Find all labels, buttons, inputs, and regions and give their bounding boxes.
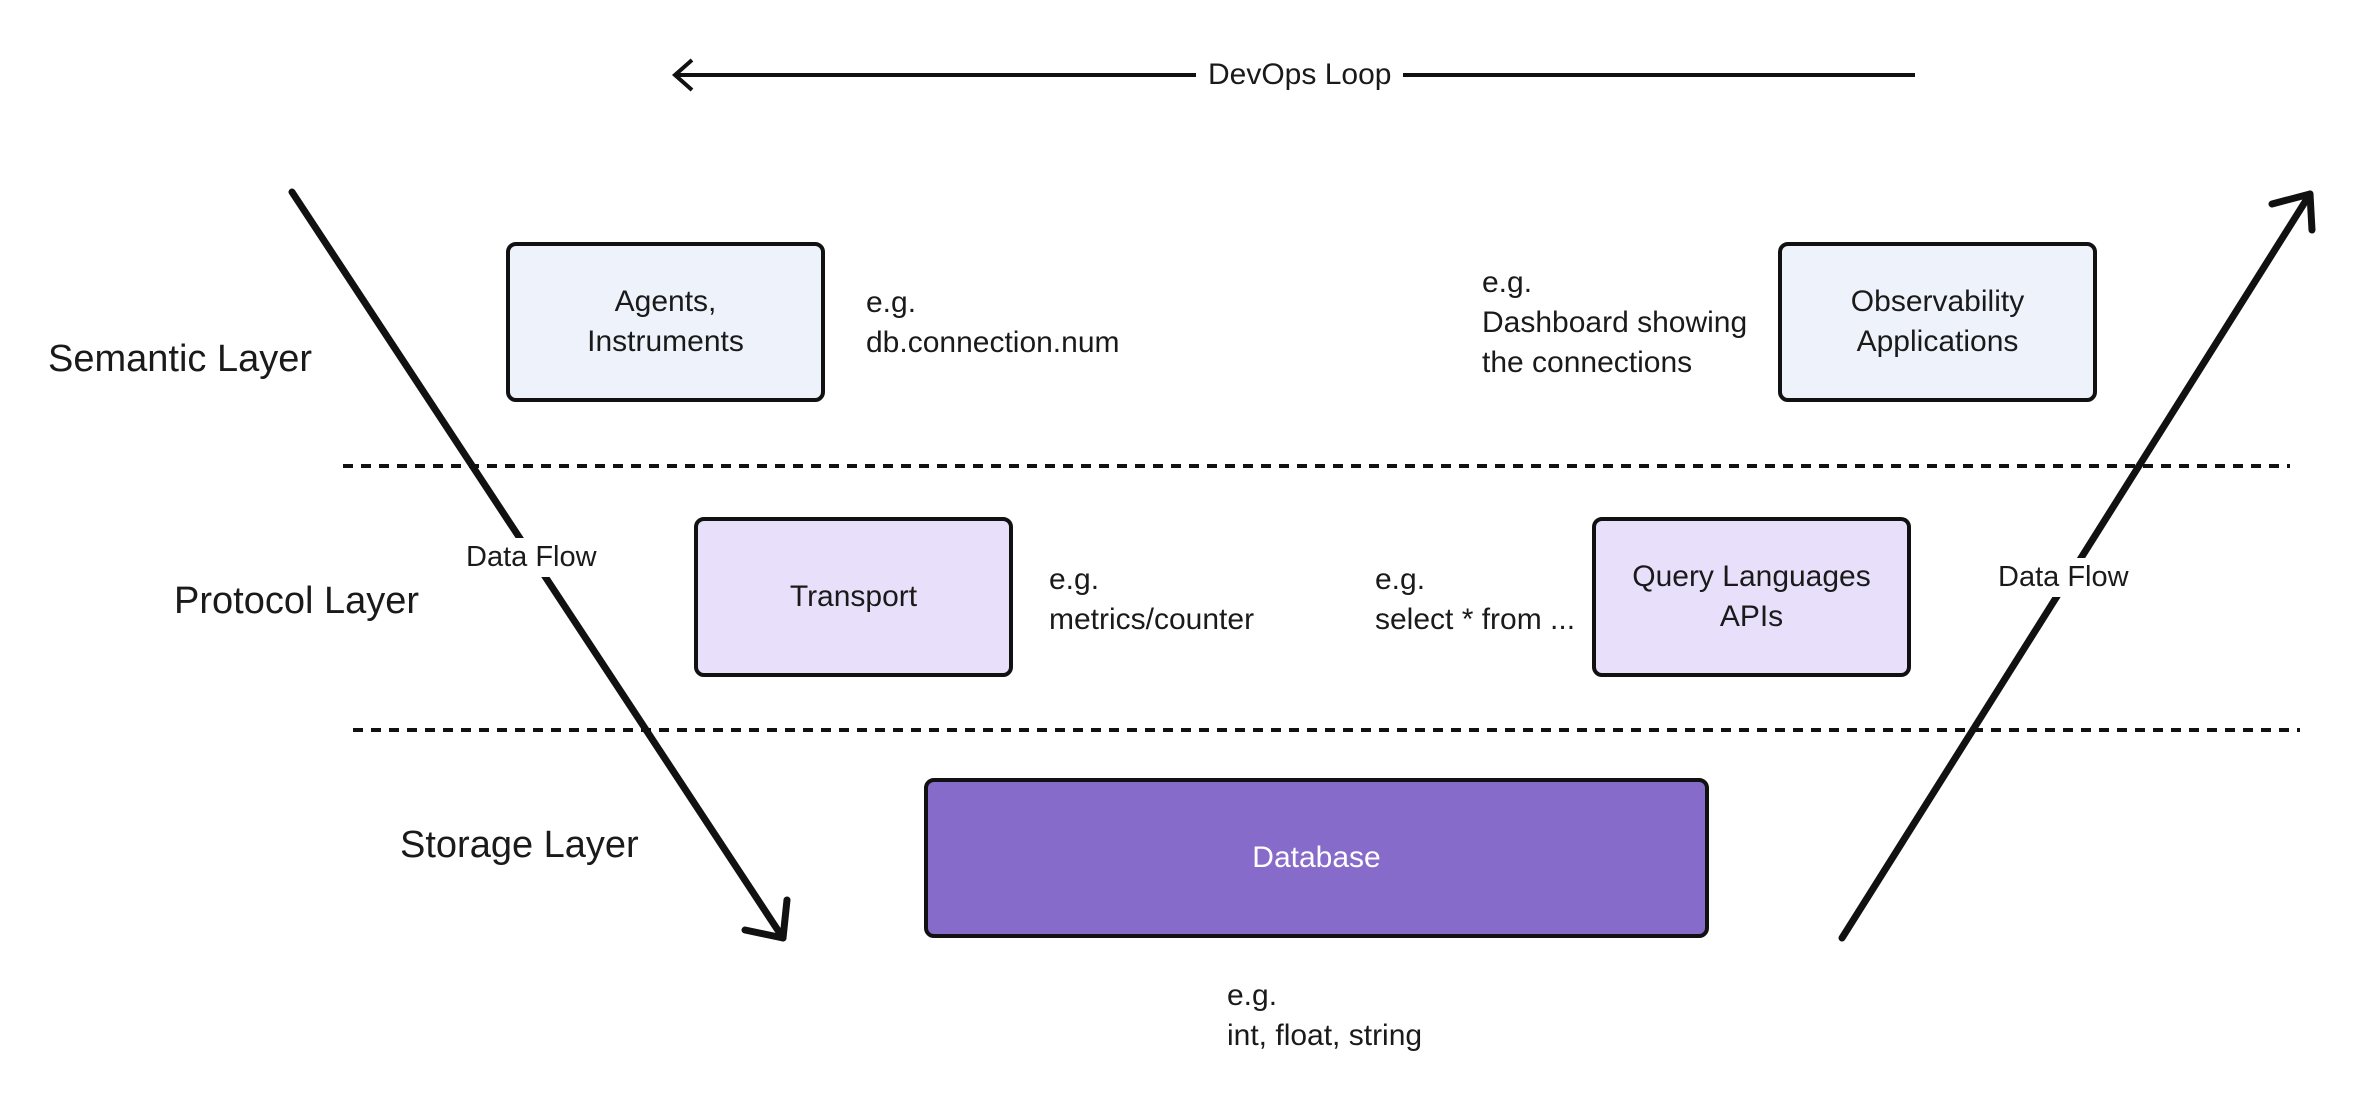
agents-instruments-box: Agents, Instruments bbox=[506, 242, 825, 402]
semantic-layer-label: Semantic Layer bbox=[48, 338, 313, 380]
observability-applications-box: Observability Applications bbox=[1778, 242, 2097, 402]
left-data-flow-label: Data Flow bbox=[460, 538, 603, 577]
observability-example-note: e.g. Dashboard showing the connections bbox=[1482, 266, 1748, 379]
devops-loop-arrowhead bbox=[671, 58, 694, 92]
observability-applications-label: Observability Applications bbox=[1850, 284, 2025, 359]
query-languages-apis-box: Query Languages APIs bbox=[1592, 517, 1911, 677]
database-example-note: e.g. int, float, string bbox=[1227, 979, 1423, 1052]
transport-label: Transport bbox=[789, 579, 918, 613]
left-data-flow-arrowhead bbox=[741, 896, 791, 942]
database-label: Database bbox=[1252, 840, 1381, 874]
agents-instruments-label: Agents, Instruments bbox=[587, 284, 744, 359]
transport-example-note: e.g. metrics/counter bbox=[1049, 563, 1255, 636]
storage-layer-label: Storage Layer bbox=[400, 824, 639, 866]
right-data-flow-arrowhead bbox=[2268, 190, 2316, 234]
right-data-flow-label: Data Flow bbox=[1992, 558, 2135, 597]
query-languages-apis-label: Query Languages APIs bbox=[1632, 559, 1871, 634]
transport-box: Transport bbox=[694, 517, 1013, 677]
devops-loop-label: DevOps Loop bbox=[1196, 57, 1404, 93]
agents-example-note: e.g. db.connection.num bbox=[866, 286, 1120, 359]
query-example-note: e.g. select * from ... bbox=[1375, 563, 1576, 636]
database-box: Database bbox=[924, 778, 1709, 938]
protocol-layer-label: Protocol Layer bbox=[174, 580, 420, 622]
